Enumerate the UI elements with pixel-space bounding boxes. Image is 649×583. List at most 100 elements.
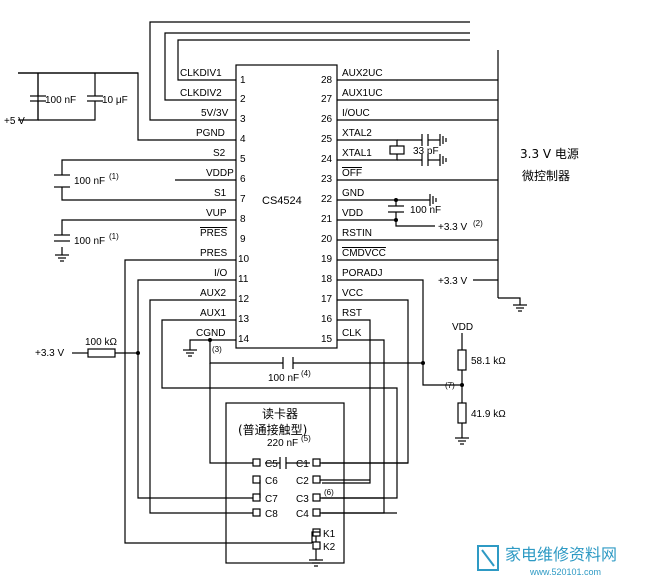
- resistor-100k: [87, 348, 116, 358]
- mcu-label-line2: 微控制器: [522, 169, 570, 183]
- pin-num-14: 14: [238, 334, 250, 345]
- reader-title: 读卡器: [262, 407, 298, 421]
- contact-c3-note: (6): [324, 488, 334, 497]
- contact-c2: C2: [296, 476, 309, 487]
- label-r100k: 100 kΩ: [85, 337, 117, 348]
- contact-c4: C4: [296, 509, 309, 520]
- pin-name-s1: S1: [214, 188, 227, 199]
- mcu-block: [497, 8, 527, 312]
- junction-cap-long: [421, 361, 425, 365]
- pin-name-cmdvcc: CMDVCC: [342, 248, 386, 259]
- label-c-vup-note: (1): [109, 232, 119, 241]
- pin-num-8: 8: [240, 214, 246, 225]
- pin-name-vddp: VDDP: [206, 168, 234, 179]
- cap-vup: [54, 234, 70, 242]
- pin-name-xtal2: XTAL2: [342, 128, 372, 139]
- watermark: 家电维修资料网 www.520101.com: [477, 545, 617, 577]
- label-plus5v: +5 V: [4, 116, 25, 127]
- reader-cap: [209, 363, 310, 469]
- pin-num-16: 16: [321, 314, 333, 325]
- pin-num-27: 27: [321, 94, 333, 105]
- pin-num-9: 9: [240, 234, 246, 245]
- pin-num-6: 6: [240, 174, 246, 185]
- pin-num-3: 3: [240, 114, 246, 125]
- card-reader-box: [225, 402, 345, 564]
- pin-name-aux2uc: AUX2UC: [342, 68, 383, 79]
- left-pin-names: CLKDIV1 CLKDIV2 5V/3V PGND S2 VDDP S1 VU…: [180, 68, 234, 339]
- pin-num-25: 25: [321, 134, 333, 145]
- cap-long: [282, 357, 294, 369]
- left-pin-numbers: 1 2 3 4 5 6 7 8 9 10 11 12 13 14: [238, 75, 250, 345]
- pin-num-13: 13: [238, 314, 250, 325]
- pin-name-cgnd: CGND: [196, 328, 225, 339]
- junction-gnd: [394, 198, 398, 202]
- pin-num-12: 12: [238, 294, 250, 305]
- reader-cap-note: (5): [301, 434, 311, 443]
- contact-c8: C8: [265, 509, 278, 520]
- pin-num-10: 10: [238, 254, 250, 265]
- resistor-41k: [457, 402, 467, 424]
- contact-c1: C1: [296, 459, 309, 470]
- pin-num-23: 23: [321, 174, 333, 185]
- contact-c3: C3: [296, 494, 309, 505]
- cap-vddp: [54, 174, 70, 188]
- cap-xtal1: [421, 154, 440, 166]
- pin-num-28: 28: [321, 75, 333, 86]
- ground-gnd: [429, 194, 437, 206]
- label-vdd-divider: VDD: [452, 322, 473, 333]
- pin-num-2: 2: [240, 94, 246, 105]
- pin-num-19: 19: [321, 254, 333, 265]
- reader-contacts-left: [252, 458, 261, 517]
- ground-cgnd: [183, 349, 197, 357]
- right-pin-numbers: 28 27 26 25 24 23 22 21 20 19 18 17 16 1…: [321, 75, 333, 345]
- pin-num-1: 1: [240, 75, 246, 86]
- pin-name-aux2: AUX2: [200, 288, 227, 299]
- pin-name-off: OFF: [342, 168, 362, 179]
- junction-divider: [460, 383, 464, 387]
- pin-name-clkdiv1: CLKDIV1: [180, 68, 222, 79]
- pin-num-22: 22: [321, 194, 333, 205]
- resistor-58k: [457, 349, 467, 371]
- pin-num-18: 18: [321, 274, 333, 285]
- pin-num-24: 24: [321, 154, 333, 165]
- watermark-text: 家电维修资料网: [505, 545, 617, 564]
- contact-c7: C7: [265, 494, 278, 505]
- pin-num-4: 4: [240, 134, 246, 145]
- pin-num-17: 17: [321, 294, 333, 305]
- switch-k1: K1: [323, 529, 336, 540]
- watermark-logo-icon: [477, 545, 499, 571]
- component-labels: 100 nF 10 μF +5 V 100 nF (1) 100 nF (1) …: [4, 95, 506, 420]
- switch-k2: K2: [323, 542, 336, 553]
- label-v33-right: +3.3 V: [438, 276, 468, 287]
- pin-num-26: 26: [321, 114, 333, 125]
- label-cap-xtal: 33 pF: [413, 146, 439, 157]
- crystal: [389, 145, 405, 155]
- pin-name-clk: CLK: [342, 328, 362, 339]
- reader-subtitle: (普通接触型): [238, 422, 307, 437]
- pin-name-rst: RST: [342, 308, 362, 319]
- pin-name-aux1: AUX1: [200, 308, 227, 319]
- pin-num-21: 21: [321, 214, 333, 225]
- contact-c6: C6: [265, 476, 278, 487]
- pin-name-poradj: PORADJ: [342, 268, 383, 279]
- junction-io: [136, 351, 140, 355]
- contact-c5: C5: [265, 459, 278, 470]
- label-r-bot: 41.9 kΩ: [471, 409, 506, 420]
- pin-name-rstin: RSTIN: [342, 228, 372, 239]
- ic-name: CS4524: [262, 195, 302, 207]
- pin-num-11: 11: [238, 274, 249, 285]
- pin-name-gnd: GND: [342, 188, 364, 199]
- pin-name-xtal1: XTAL1: [342, 148, 372, 159]
- label-r-top: 58.1 kΩ: [471, 356, 506, 367]
- junction-vdd: [394, 218, 398, 222]
- cap-vdd: [388, 205, 404, 213]
- label-v33-vdd: +3.3 V: [438, 222, 468, 233]
- label-div-note: (7): [445, 381, 455, 390]
- right-pin-names: AUX2UC AUX1UC I/OUC XTAL2 XTAL1 OFF GND …: [342, 68, 386, 339]
- label-c10u: 10 μF: [102, 95, 128, 106]
- cap-100nf-top: [30, 73, 46, 120]
- watermark-url: www.520101.com: [529, 567, 601, 577]
- ground-divider: [455, 437, 469, 445]
- pin-num-7: 7: [240, 194, 246, 205]
